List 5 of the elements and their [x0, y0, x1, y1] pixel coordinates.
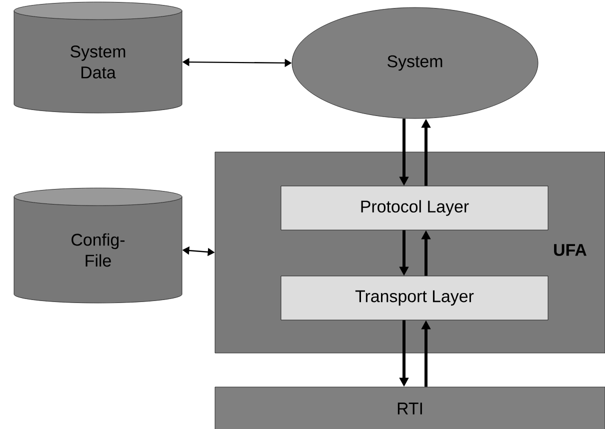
- database-cylinder: Config-File: [14, 188, 182, 304]
- layer-box: Protocol Layer: [280, 186, 548, 230]
- layer-box: Transport Layer: [280, 276, 548, 320]
- layer-bar: RTI: [214, 386, 605, 429]
- database-cylinder: System Data: [14, 2, 182, 114]
